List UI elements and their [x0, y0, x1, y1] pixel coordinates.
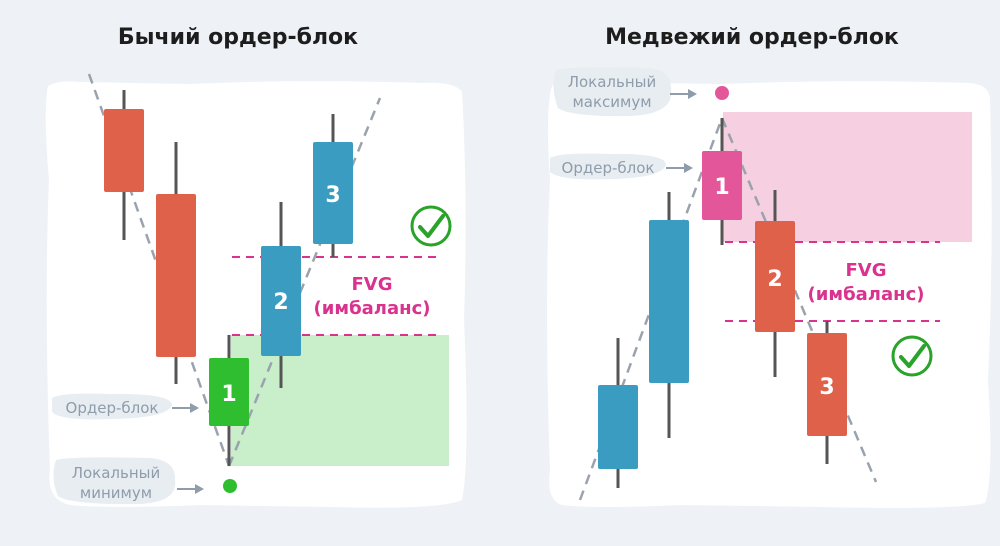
bullish-candle-1-order-block: 1 [209, 335, 249, 466]
bearish-fvg-label: FVG [845, 260, 886, 281]
bearish-label-local-maximum-background [553, 67, 672, 117]
bullish-fvg-sublabel: (имбаланс) [314, 298, 431, 319]
bearish-label-local-maximum-line2: максимум [572, 93, 651, 111]
bearish-candle-bullish-1 [598, 338, 638, 488]
bearish-local-maximum-dot [715, 86, 729, 100]
bearish-candle-3: 3 [807, 321, 847, 464]
bullish-local-minimum-dot [223, 479, 237, 493]
bearish-candle-bullish-2 [649, 192, 689, 438]
bullish-label-order-block: Ордер-блок [66, 399, 159, 417]
bullish-label-local-minimum-line1: Локальный [72, 464, 161, 482]
bearish-label-order-block: Ордер-блок [562, 159, 655, 177]
bearish-panel: Медвежий ордер-блок 1 2 [547, 25, 992, 508]
bullish-candle-3: 3 [313, 114, 353, 257]
bearish-candle-1-number: 1 [714, 175, 729, 200]
bearish-candle-3-number: 3 [819, 375, 834, 400]
bearish-label-order-block-background [550, 153, 666, 180]
bullish-candle-bearish-2 [156, 142, 196, 384]
bearish-candle-2: 2 [755, 190, 795, 377]
bearish-order-block-arrow-icon [666, 163, 693, 173]
bullish-label-local-minimum-line2: минимум [80, 484, 152, 502]
bullish-order-block-arrow-icon [172, 403, 199, 413]
bullish-label-order-block-background [52, 393, 172, 420]
bullish-fvg-label: FVG [351, 274, 392, 295]
bearish-label-local-maximum-line1: Локальный [568, 73, 657, 91]
bullish-check-icon [410, 205, 452, 247]
bullish-candle-1-number: 1 [221, 382, 236, 407]
bearish-local-maximum-arrow-icon [670, 89, 697, 99]
bearish-check-icon [891, 335, 933, 377]
bearish-candle-2-number: 2 [767, 267, 782, 292]
bearish-candle-1-order-block: 1 [702, 118, 742, 245]
bullish-title: Бычий ордер-блок [118, 25, 358, 50]
bearish-title: Медвежий ордер-блок [605, 25, 899, 50]
bullish-panel: Бычий ордер-блок 1 2 [45, 25, 467, 508]
bullish-candle-2-number: 2 [273, 290, 288, 315]
bullish-trend-up [227, 97, 382, 467]
bearish-trend-down [720, 117, 878, 483]
bullish-candle-2: 2 [261, 202, 301, 388]
bullish-candle-3-number: 3 [325, 183, 340, 208]
bullish-order-block-zone [231, 335, 449, 466]
bullish-local-minimum-arrow-icon [177, 484, 204, 494]
bullish-label-local-minimum-background [53, 457, 176, 505]
bearish-fvg-sublabel: (имбаланс) [808, 284, 925, 305]
bullish-candle-bearish-1 [104, 90, 144, 240]
